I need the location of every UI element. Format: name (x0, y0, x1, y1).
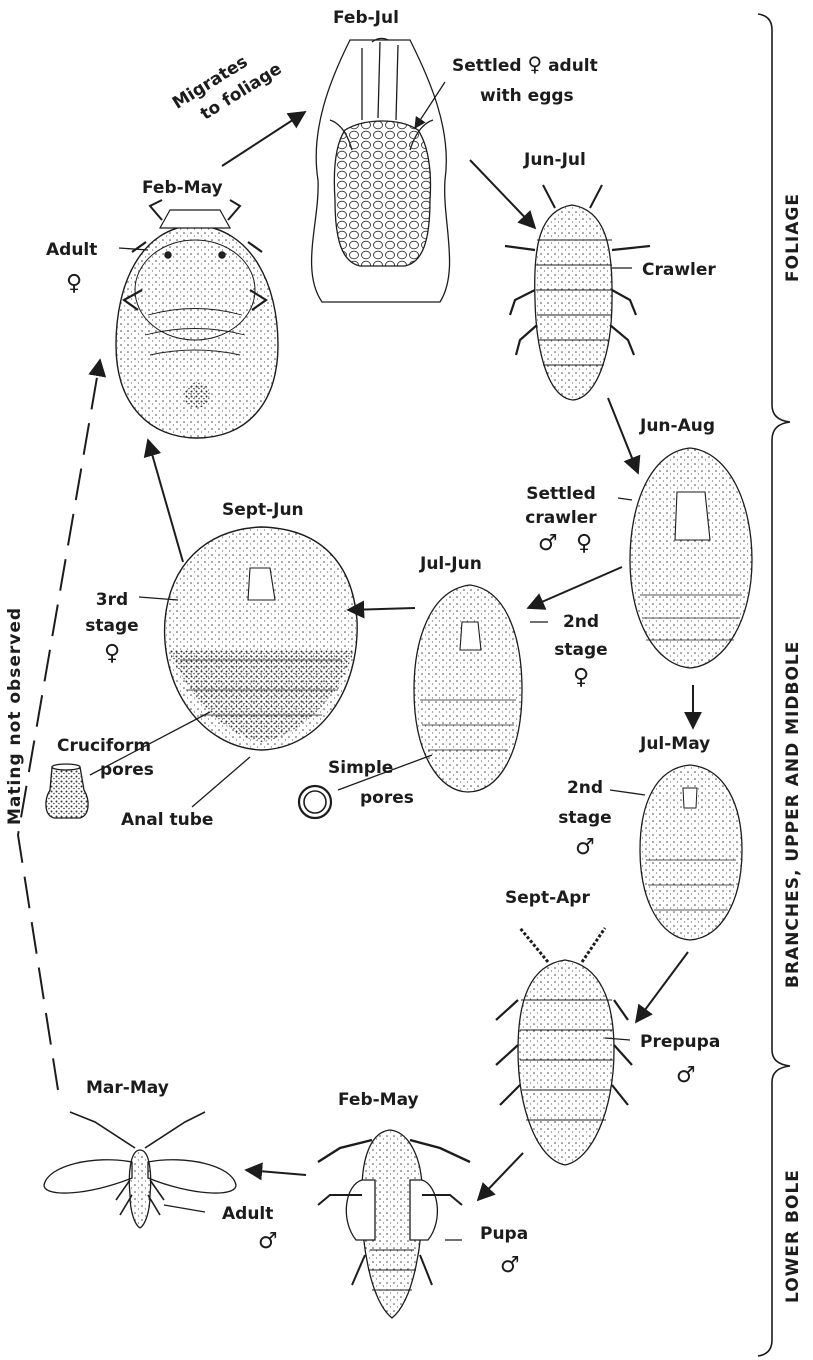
second-female-label-line1: 2nd (548, 610, 614, 634)
male-symbol: ♂ (552, 836, 618, 860)
third-stage-illustration (165, 527, 358, 750)
mating-label: Mating not observed (5, 607, 25, 825)
crawler-label: Crawler (642, 258, 716, 282)
arrow-to-adult-female (148, 440, 183, 562)
cruciform-pore-inset (46, 764, 88, 818)
arrow-to-pupa (478, 1153, 523, 1200)
second-male-label-line1: 2nd (552, 776, 618, 800)
second-female-label-line2: stage (548, 638, 614, 662)
female-symbol: ♀ (66, 272, 82, 296)
female-symbol: ♀ (76, 642, 148, 666)
arrow-to-foliage (222, 112, 305, 166)
cruciform-label-line2: pores (100, 758, 154, 782)
arrow-to-third-stage (348, 608, 415, 610)
second-stage-female-illustration (414, 585, 522, 792)
second-stage-male-illustration (640, 765, 742, 940)
settled-crawler-illustration (630, 448, 752, 668)
prepupa-label: Prepupa (640, 1030, 720, 1054)
settled-crawler-label-line1: Settled (500, 482, 622, 506)
prepupa-illustration (496, 928, 632, 1165)
zone-label-foliage: FOLIAGE (783, 193, 803, 282)
anal-tube-label: Anal tube (121, 808, 213, 832)
simple-pores-label-line1: Simple (328, 756, 393, 780)
second-male-label-line2: stage (552, 806, 618, 830)
second-male-date: Jul-May (640, 732, 710, 756)
cruciform-label-line1: Cruciform (57, 734, 151, 758)
settled-crawler-date: Jun-Aug (640, 414, 715, 438)
third-stage-label-line2: stage (76, 614, 148, 638)
zone-label-branches: BRANCHES, UPPER AND MIDBOLE (783, 641, 803, 988)
settled-crawler-label-line2: crawler (500, 506, 622, 530)
adult-female-illustration (116, 200, 278, 438)
crawler-date: Jun-Jul (524, 148, 586, 172)
arrow-to-adult-male (246, 1170, 306, 1175)
adult-male-label: Adult (222, 1202, 273, 1226)
female-symbol: ♀ (527, 52, 542, 76)
adult-female-date: Feb-May (142, 176, 223, 200)
simple-pore-inset (299, 786, 331, 818)
male-symbol: ♂ (676, 1064, 696, 1088)
male-symbol: ♂ (538, 532, 558, 556)
male-symbol: ♂ (258, 1230, 278, 1254)
settled-female-settled-text: Settled (452, 56, 522, 76)
settled-female-label-line1: Settled ♀ adult (452, 52, 598, 78)
arrow-to-second-female (528, 567, 622, 608)
adult-male-illustration (44, 1112, 236, 1228)
female-symbol: ♀ (576, 532, 592, 556)
pupa-label: Pupa (480, 1222, 528, 1246)
simple-pores-label-line2: pores (360, 786, 414, 810)
mating-arrow (18, 360, 100, 1090)
pupa-date: Feb-May (338, 1088, 419, 1112)
third-stage-date: Sept-Jun (222, 498, 304, 522)
prepupa-date: Sept-Apr (505, 886, 590, 910)
arrow-to-prepupa (636, 952, 688, 1022)
crawler-illustration (505, 185, 650, 400)
adult-male-date: Mar-May (86, 1076, 169, 1100)
settled-female-illustration (312, 38, 450, 302)
zone-label-lower-bole: LOWER BOLE (783, 1169, 803, 1303)
pupa-illustration (318, 1130, 470, 1318)
third-stage-label-line1: 3rd (76, 588, 148, 612)
settled-female-date: Feb-Jul (333, 6, 399, 30)
arrow-to-settled-crawler (608, 398, 638, 473)
settled-female-adult-text: adult (548, 56, 598, 76)
adult-female-label: Adult (46, 238, 97, 262)
second-female-date: Jul-Jun (420, 552, 482, 576)
male-symbol: ♂ (500, 1254, 520, 1278)
settled-female-label-line2: with eggs (480, 84, 574, 108)
female-symbol: ♀ (548, 666, 614, 690)
